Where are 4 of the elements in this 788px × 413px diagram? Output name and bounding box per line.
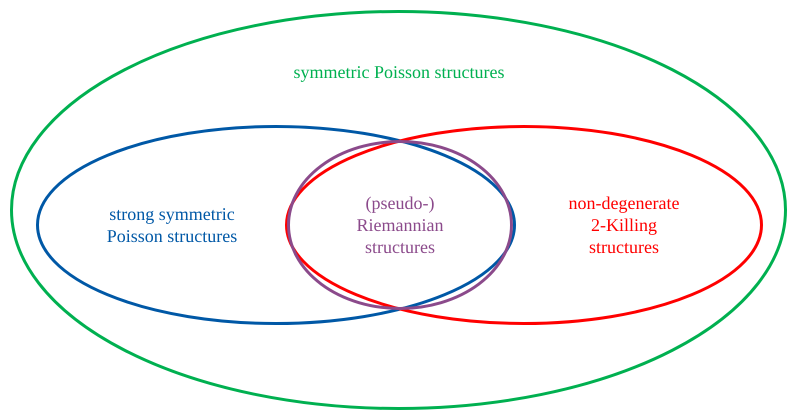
set-label: (pseudo-) Riemannian structures bbox=[356, 192, 444, 258]
set-label: non-degenerate 2-Killing structures bbox=[568, 192, 680, 258]
set-label: symmetric Poisson structures bbox=[292, 61, 506, 83]
set-label: strong symmetric Poisson structures bbox=[106, 203, 238, 247]
